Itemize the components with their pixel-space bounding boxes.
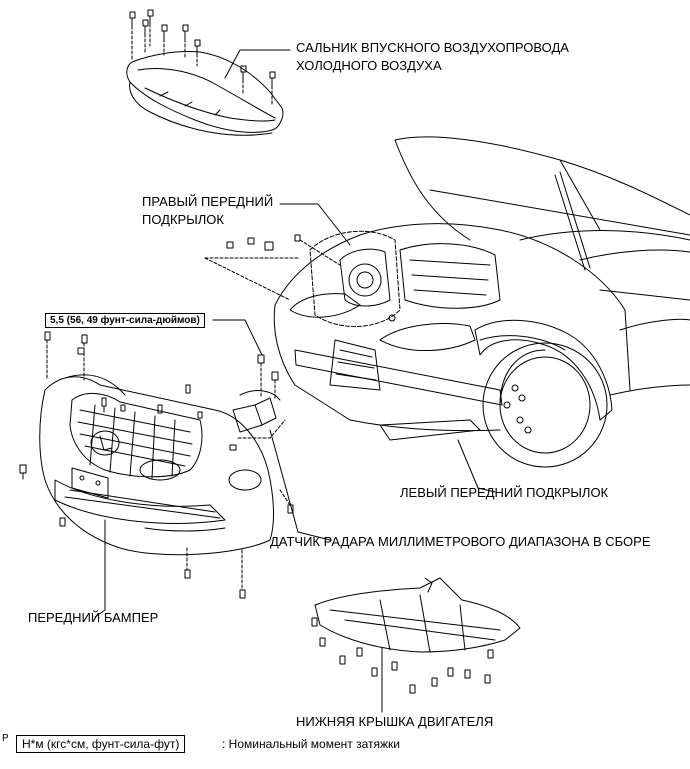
engine-under-cover-part [311, 577, 521, 694]
leader-line-front-bumper [94, 519, 106, 618]
undercover-bolt [311, 617, 318, 627]
leader-line-torque-spec [212, 319, 263, 356]
clip [142, 19, 149, 55]
label-right-fender-liner-line1: ПРАВЫЙ ПЕРЕДНИЙ [142, 194, 274, 209]
figure-code: P [2, 733, 9, 744]
label-engine-under-cover: НИЖНЯЯ КРЫШКА ДВИГАТЕЛЯ [296, 714, 494, 729]
label-right-fender-liner-line2: ПОДКРЫЛОК [142, 212, 224, 227]
cold-air-intake-seal-part [126, 51, 284, 136]
undercover-bolt [409, 684, 416, 694]
undercover-bolt [356, 647, 363, 657]
clip [147, 9, 154, 47]
undercover-bolt [447, 667, 454, 677]
radar-sensor-part [232, 354, 286, 439]
label-cold-air-intake-seal-line2: ХОЛОДНОГО ВОЗДУХА [296, 58, 442, 73]
undercover-bolt [431, 677, 438, 687]
leader-line-radar-sensor [269, 429, 331, 541]
front-bumper-part [19, 331, 294, 599]
clip-group-seal [129, 9, 276, 105]
clip [129, 11, 136, 61]
car-body [273, 136, 690, 468]
label-left-fender-liner: ЛЕВЫЙ ПЕРЕДНИЙ ПОДКРЫЛОК [400, 485, 609, 500]
torque-spec-box: 5,5 (56, 49 фунт-сила-дюймов) [45, 313, 205, 328]
undercover-bolt [484, 674, 491, 684]
leader-line-seal [224, 49, 291, 79]
undercover-bolt [487, 649, 494, 659]
clip [161, 24, 168, 56]
legend-torque-units-box: Н*м (кгс*см, фунт-сила-фут) [16, 735, 186, 753]
label-cold-air-intake-seal-line1: САЛЬНИК ВПУСКНОГО ВОЗДУХОПРОВОДА [296, 40, 569, 55]
legend-torque-description: : Номинальный момент затяжки [222, 737, 400, 751]
undercover-bolt [391, 661, 398, 671]
undercover-bolt [464, 669, 471, 679]
label-radar-sensor: ДАТЧИК РАДАРА МИЛЛИМЕТРОВОГО ДИАПАЗОНА В… [270, 534, 651, 549]
leader-line-right-fender-liner [279, 203, 351, 246]
undercover-bolt [319, 637, 326, 647]
clip [182, 24, 189, 60]
leader-line-left-fender-liner [457, 439, 496, 493]
label-front-bumper: ПЕРЕДНИЙ БАМПЕР [28, 610, 159, 625]
clip [269, 71, 276, 105]
undercover-bolt [371, 667, 378, 677]
clip [194, 39, 201, 67]
undercover-bolt [339, 655, 346, 665]
fender-liner-fasteners [204, 234, 341, 301]
clip [240, 65, 247, 95]
